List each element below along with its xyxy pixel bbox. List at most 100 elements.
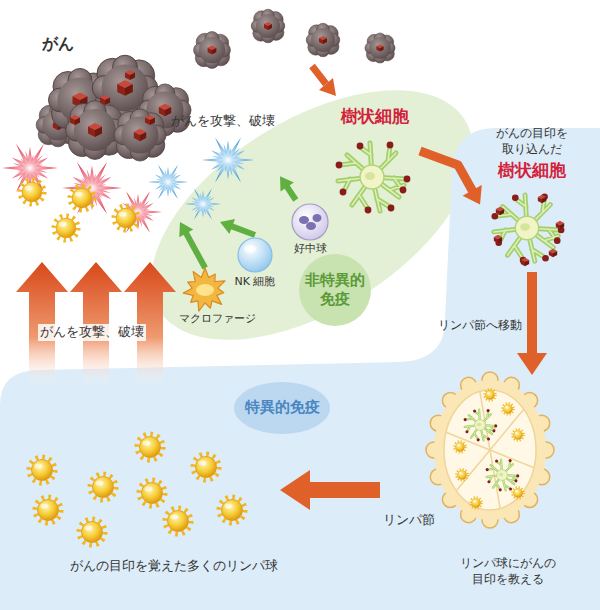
tumor-cell: [365, 33, 395, 63]
cell-name: 樹状細胞: [341, 105, 409, 127]
connector-label: リンパ節へ移動: [438, 318, 522, 334]
lymphocyte: [484, 389, 495, 400]
arrow-head: [220, 219, 235, 234]
action-caption: がんを攻撃、破壊: [38, 324, 146, 341]
uptake-arrow: [312, 66, 336, 96]
tumor-cell: [114, 109, 166, 161]
capsule-bump: [503, 507, 519, 523]
connector: [280, 176, 296, 200]
attack-burst: がんを攻撃、破壊: [155, 113, 280, 222]
capsule-bump: [426, 442, 442, 458]
capsule-bump: [442, 491, 458, 507]
dendritic-cell-shape: [486, 459, 520, 491]
capsule-bump: [522, 491, 538, 507]
attack-burst: [114, 191, 162, 233]
connector: [179, 222, 205, 268]
heading-bubble: [234, 382, 330, 434]
capsule-bump: [538, 442, 554, 458]
attack-burst: [202, 137, 254, 182]
antigen-loaded-dendritic-cell: がんの目印を取り込んだ樹状細胞: [480, 125, 585, 272]
antigen-cube: [521, 258, 529, 266]
lymphocyte: [193, 454, 219, 480]
lymphocyte: [35, 497, 61, 523]
septum: [490, 450, 534, 468]
cell-body: [183, 268, 225, 311]
antigen-cube: [70, 115, 80, 125]
nk-cell: NK 細胞: [230, 235, 280, 291]
region-heading: 非特異的免疫: [303, 271, 367, 309]
antigen-cube: [556, 221, 564, 229]
arrow-head: [319, 78, 336, 96]
specific-immunity-region: 特異的免疫がんの目印を取り込んだ樹状細胞リンパ節リンパ球にがんの目印を教えるがん…: [0, 125, 600, 610]
lymphocyte: [456, 469, 467, 480]
lymphocyte: [79, 519, 105, 545]
dendritic-cell: 樹状細胞: [330, 105, 420, 220]
tumor-cell: [306, 23, 340, 57]
attack-burst-icon: [155, 113, 280, 222]
cell-caption: がんの目印を取り込んだ: [492, 125, 572, 157]
nucleus-lobe: [313, 214, 322, 222]
capsule-bump: [482, 372, 498, 388]
group-caption: がんの目印を覚えた多くのリンパ球: [70, 558, 278, 575]
antigen-cube: [100, 95, 110, 105]
arrow-head: [280, 470, 310, 510]
connector: [220, 219, 255, 235]
connector-line: [527, 272, 537, 354]
antigen-cube: [145, 115, 155, 125]
septum: [490, 450, 500, 509]
capsule-bump: [461, 507, 477, 523]
connector: [280, 470, 380, 510]
capsule-bump: [522, 393, 538, 409]
connector-line: [287, 186, 296, 200]
capsule-bump: [482, 512, 498, 528]
action-caption: がんを攻撃、破壊: [171, 113, 275, 130]
lymph-node: リンパ節リンパ球にがんの目印を教える: [380, 375, 592, 600]
dendritic-cell-shape: [464, 409, 498, 441]
connector-line: [309, 482, 380, 498]
organ-caption: リンパ球にがんの目印を教える: [458, 555, 558, 587]
cell-name: 樹状細胞: [498, 159, 566, 181]
tumor-cell: [251, 9, 285, 43]
region-outline: [0, 125, 600, 610]
antigen-cube: [538, 195, 546, 203]
nucleus: [196, 284, 214, 296]
lymphocyte: [90, 474, 116, 500]
lymphocyte: [137, 434, 163, 460]
nucleus-lobe: [299, 216, 309, 224]
connector: [420, 151, 482, 204]
capsule-bump: [442, 393, 458, 409]
lymphocyte-group: がんの目印を覚えた多くのリンパ球: [25, 428, 280, 585]
septum: [456, 450, 490, 491]
region-fill: [109, 39, 515, 391]
capsule-bump: [534, 415, 550, 431]
nucleus-lobe: [306, 222, 316, 230]
septum: [446, 432, 490, 450]
neutrophil: 好中球: [288, 200, 340, 264]
antigen-cube: [496, 207, 504, 215]
lymphocyte: [114, 206, 138, 230]
antigen-cube: [125, 70, 135, 80]
cell-name: 好中球: [294, 242, 327, 256]
lymphocyte: [219, 497, 245, 523]
lymphocyte: [454, 441, 465, 452]
tumor-label: がん: [42, 34, 74, 55]
heading-bubble: [299, 254, 371, 326]
cell-name: マクロファージ: [179, 312, 256, 326]
tumor-cell: [194, 32, 231, 69]
capsule-bump: [461, 377, 477, 393]
lymphocyte: [20, 180, 44, 204]
tumor-attack-scene: [2, 144, 176, 388]
cortex: [444, 390, 536, 510]
attack-burst: [62, 162, 122, 214]
lymphocyte: [54, 216, 78, 240]
cell-body: [238, 238, 272, 272]
free-tumor-cells: [194, 9, 396, 68]
region-heading: 特異的免疫: [242, 398, 322, 417]
attack-burst: [148, 165, 188, 200]
capsule-bump: [534, 469, 550, 485]
lymphocyte: [512, 487, 523, 498]
arrow-shaft: [312, 66, 326, 84]
